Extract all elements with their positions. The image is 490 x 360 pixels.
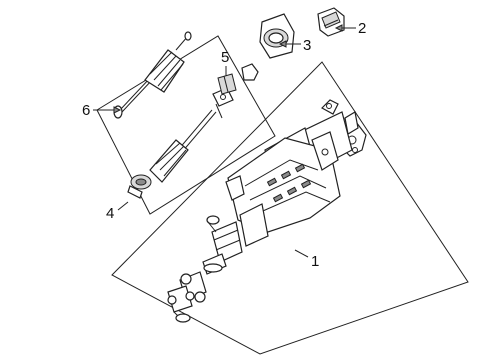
steering-column-assembly xyxy=(167,99,367,323)
callout-3: 3 xyxy=(303,37,311,54)
callout-2: 2 xyxy=(358,20,366,37)
intermediate-shaft xyxy=(127,87,234,199)
leader-1 xyxy=(294,249,309,258)
dust-seal xyxy=(259,13,295,59)
callout-4: 4 xyxy=(106,205,114,222)
arrow-6 xyxy=(113,106,122,114)
leader-4 xyxy=(117,201,129,211)
callout-1: 1 xyxy=(311,253,319,270)
column-assembly-box xyxy=(111,61,469,355)
arrow-3 xyxy=(278,40,287,48)
clip xyxy=(217,63,259,95)
callout-6: 6 xyxy=(82,102,90,119)
boot-cap xyxy=(317,7,345,37)
boot-and-shaft xyxy=(113,31,192,119)
callout-5: 5 xyxy=(221,49,229,66)
arrow-2 xyxy=(334,24,343,32)
